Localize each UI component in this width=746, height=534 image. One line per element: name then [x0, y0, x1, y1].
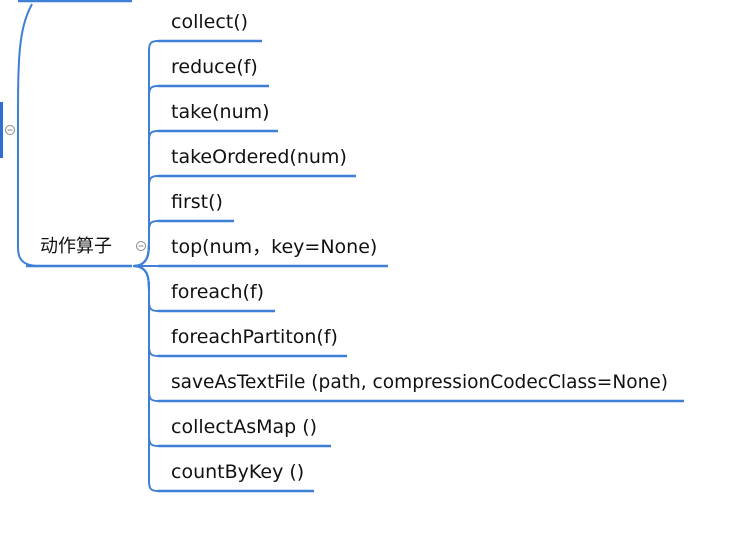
child-node-label[interactable]: take(num): [171, 101, 270, 123]
child-node-label[interactable]: top(num，key=None): [171, 236, 377, 258]
child-node[interactable]: collectAsMap (): [158, 416, 331, 448]
child-node-label[interactable]: foreachPartiton(f): [171, 326, 338, 348]
child-node-label[interactable]: countByKey (): [171, 461, 304, 483]
child-node[interactable]: reduce(f): [158, 56, 269, 88]
child-node[interactable]: takeOrdered(num): [158, 146, 356, 178]
child-node-label[interactable]: foreach(f): [171, 281, 264, 303]
parent-collapse-icon[interactable]: [5, 125, 15, 135]
child-node-label[interactable]: takeOrdered(num): [171, 146, 347, 168]
child-node[interactable]: top(num，key=None): [158, 236, 388, 268]
root-node-label[interactable]: 动作算子: [40, 236, 112, 257]
child-node-label[interactable]: first(): [171, 191, 223, 213]
child-node[interactable]: countByKey (): [158, 461, 314, 493]
branch-connector: [132, 220, 159, 267]
child-node-label[interactable]: collectAsMap (): [171, 416, 317, 438]
child-node[interactable]: foreach(f): [158, 281, 275, 313]
branch-connector: [132, 40, 159, 267]
child-node-label[interactable]: collect(): [171, 11, 248, 33]
child-node[interactable]: first(): [158, 191, 234, 223]
child-node[interactable]: take(num): [158, 101, 278, 133]
child-node[interactable]: saveAsTextFile (path, compressionCodecCl…: [158, 371, 684, 403]
child-node[interactable]: collect(): [158, 11, 262, 43]
child-node-label[interactable]: saveAsTextFile (path, compressionCodecCl…: [171, 371, 668, 393]
branch-connector: [132, 265, 159, 402]
parent-connector: [17, 3, 41, 267]
child-node-label[interactable]: reduce(f): [171, 56, 258, 78]
root-collapse-icon[interactable]: [136, 241, 146, 251]
branch-connector: [132, 265, 159, 492]
branch-connectors: [132, 40, 159, 492]
selected-node-edge[interactable]: [0, 102, 3, 158]
child-nodes: collect() reduce(f) take(num) takeOrdere…: [158, 11, 684, 493]
child-node[interactable]: foreachPartiton(f): [158, 326, 347, 358]
